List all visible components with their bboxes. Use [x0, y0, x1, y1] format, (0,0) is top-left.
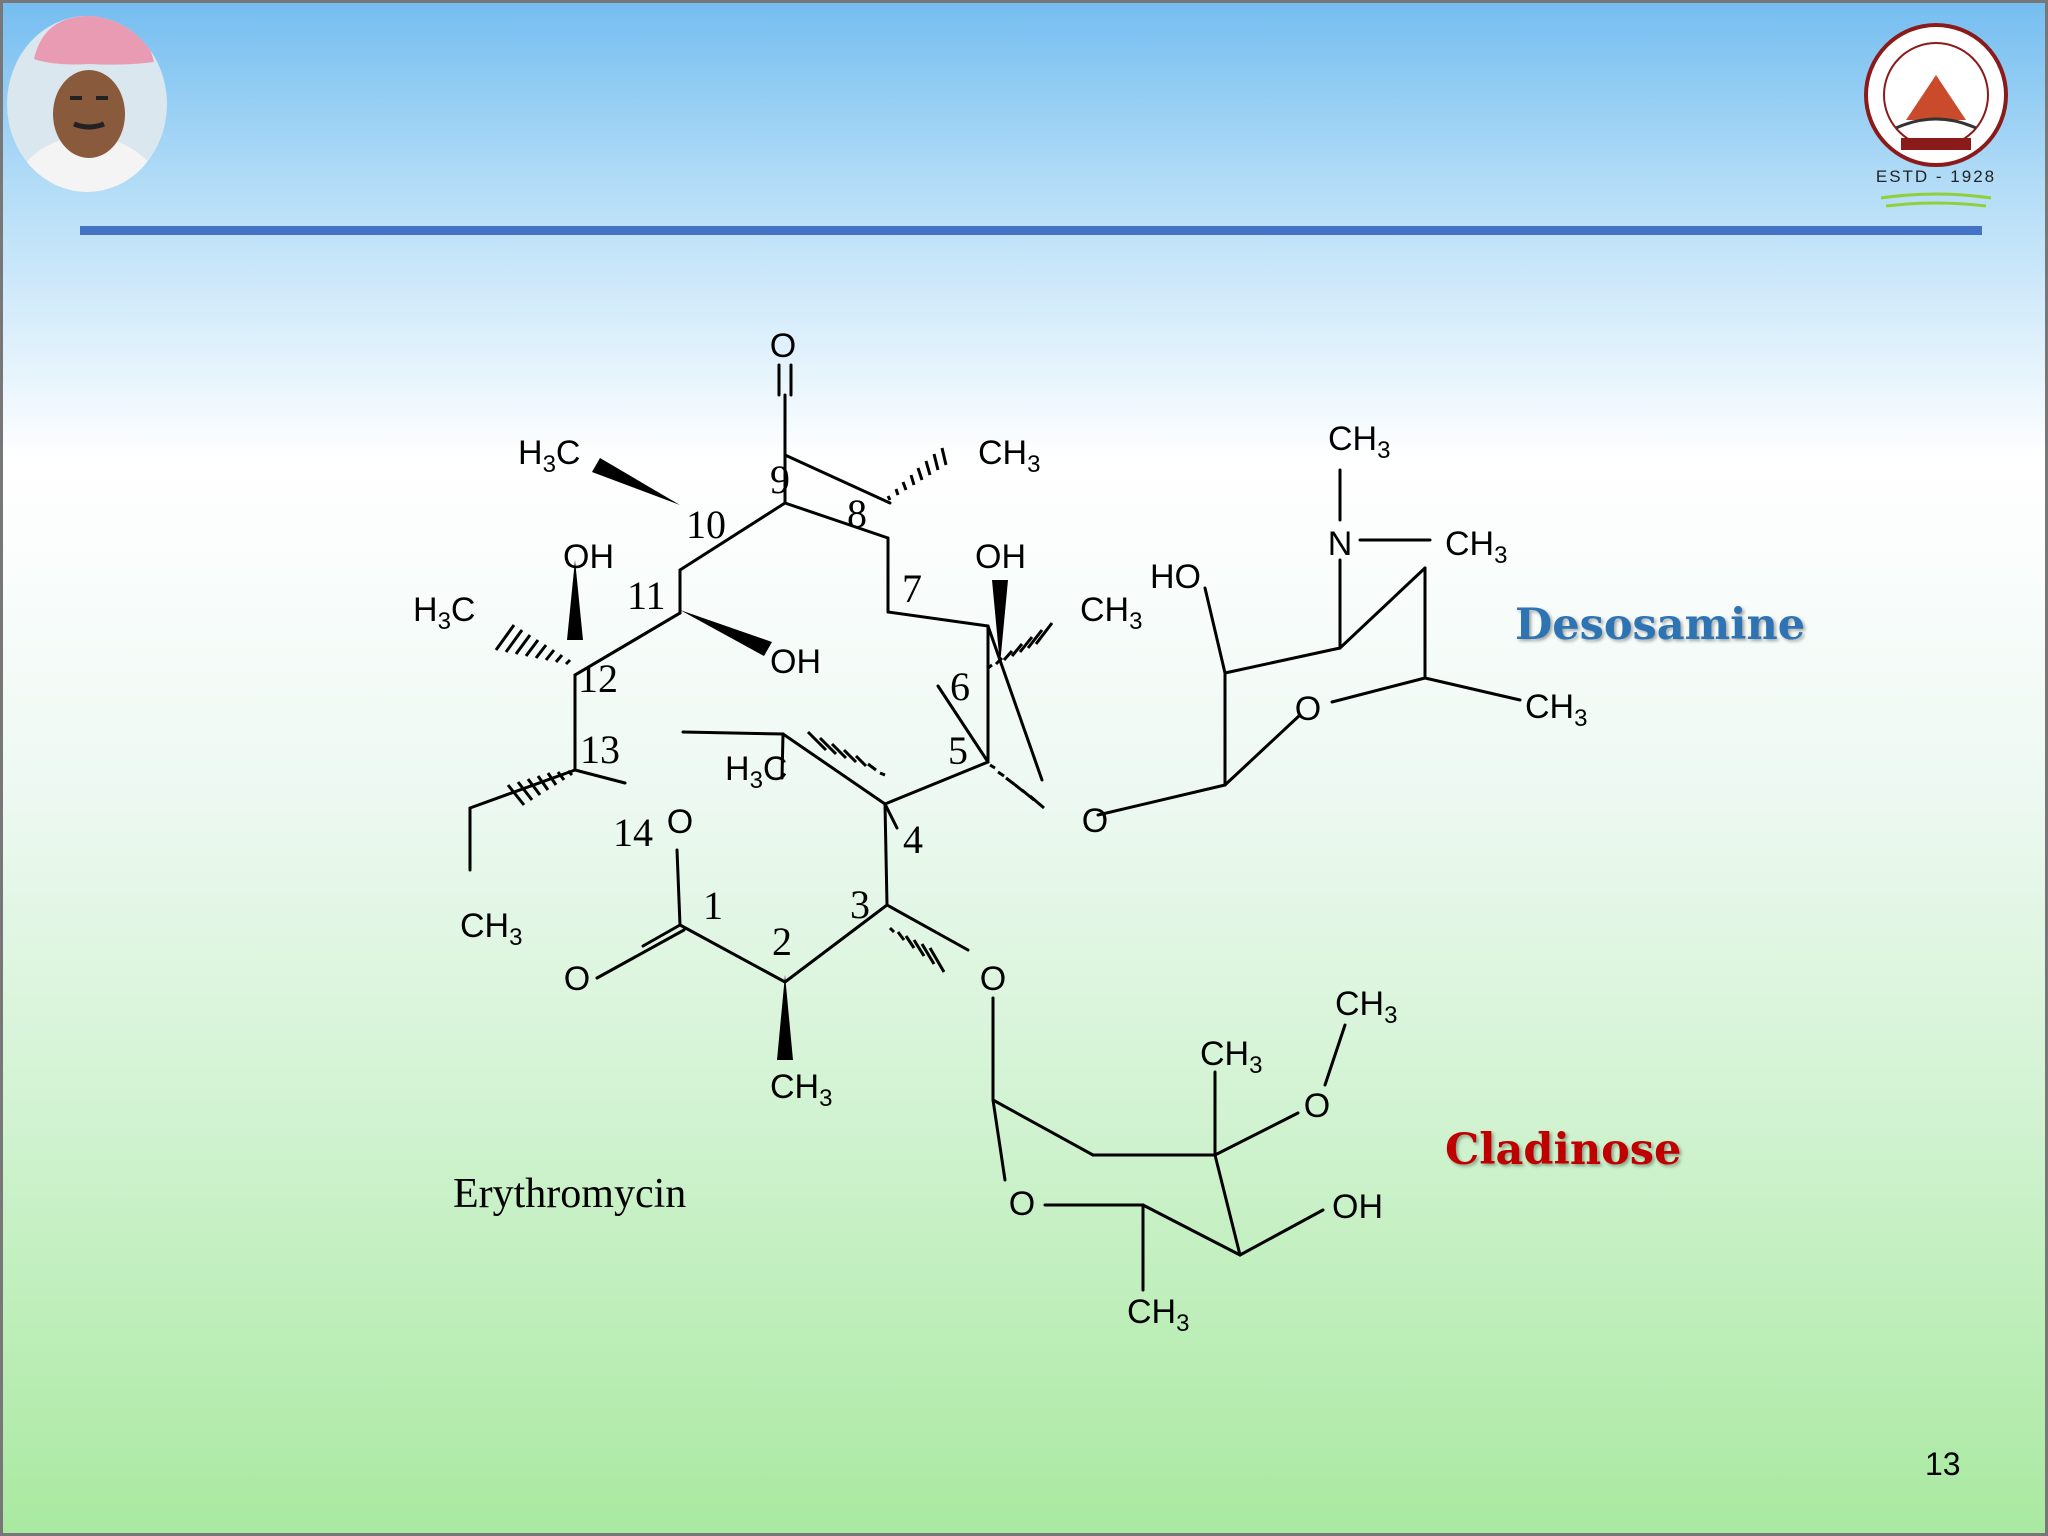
compound-caption: Erythromycin [453, 1171, 687, 1217]
atom-oh-6: OH [975, 538, 1026, 576]
locant-2: 2 [772, 919, 792, 964]
stereo-wedges [567, 458, 1008, 1060]
locant-13: 13 [580, 727, 620, 772]
atom-o-3-glycoside: O [980, 960, 1006, 998]
slide-number: 13 [1925, 1446, 1961, 1482]
locant-6: 6 [950, 664, 970, 709]
atom-ch3-n-right: CH3 [1445, 525, 1507, 569]
locant-1: 1 [703, 883, 723, 928]
locant-9: 9 [770, 457, 790, 502]
atom-oh-cladinose: OH [1332, 1188, 1383, 1226]
atom-ch3-ethyl: CH3 [460, 907, 522, 951]
macrolide-ring-bonds [468, 363, 1522, 1292]
locant-3: 3 [850, 882, 870, 927]
locant-8: 8 [847, 491, 867, 536]
seal-estd-text: ESTD - 1928 [1876, 167, 1996, 186]
atom-labels: O H3C CH3 OH OH H3C OH CH3 H3C O O CH3 O… [413, 327, 1587, 1337]
locant-4: 4 [903, 817, 923, 862]
atom-o-cladinose-ring: O [1009, 1185, 1035, 1223]
atom-ch3-n-top: CH3 [1328, 420, 1390, 464]
locant-14: 14 [613, 810, 653, 855]
atom-oh-12: OH [563, 538, 614, 576]
atom-ch3-6: CH3 [1080, 591, 1142, 635]
atom-oh-11: OH [770, 643, 821, 681]
desosamine-label: Desosamine [1515, 600, 1806, 650]
atom-o-carbonyl-1: O [564, 960, 590, 998]
atom-h3c-12: H3C [413, 591, 475, 635]
locant-5: 5 [948, 728, 968, 773]
atom-h3c-10: H3C [518, 434, 580, 478]
atom-n: N [1328, 525, 1353, 563]
atom-ch3-cladinose-c5: CH3 [1127, 1293, 1189, 1337]
atom-ch3-methoxy: CH3 [1335, 985, 1397, 1029]
founder-portrait [7, 16, 167, 192]
header-rule [80, 226, 1982, 235]
locant-10: 10 [686, 502, 726, 547]
stereo-hashes [494, 447, 1054, 973]
atom-h3c-4: H3C [725, 750, 787, 794]
atom-ch3-cladinose-c3: CH3 [1200, 1035, 1262, 1079]
locant-numbers: 1 2 3 4 5 6 7 8 9 10 11 12 13 14 [578, 457, 970, 964]
atom-ch3-desosamine: CH3 [1525, 688, 1587, 732]
locant-7: 7 [902, 566, 922, 611]
cladinose-label: Cladinose [1445, 1125, 1682, 1175]
atom-ch3-2: CH3 [770, 1068, 832, 1112]
atom-o-14: O [667, 803, 693, 841]
locant-11: 11 [627, 573, 666, 618]
atom-o-methoxy: O [1304, 1087, 1330, 1125]
atom-o-9: O [770, 327, 796, 365]
atom-o-desosamine-ring: O [1295, 690, 1321, 728]
college-seal-logo: ESTD - 1928 [1864, 23, 2008, 208]
locant-12: 12 [578, 656, 618, 701]
atom-ch3-8: CH3 [978, 434, 1040, 478]
atom-o-5-glycoside: O [1082, 802, 1108, 840]
atom-ho-desosamine: HO [1150, 558, 1201, 596]
